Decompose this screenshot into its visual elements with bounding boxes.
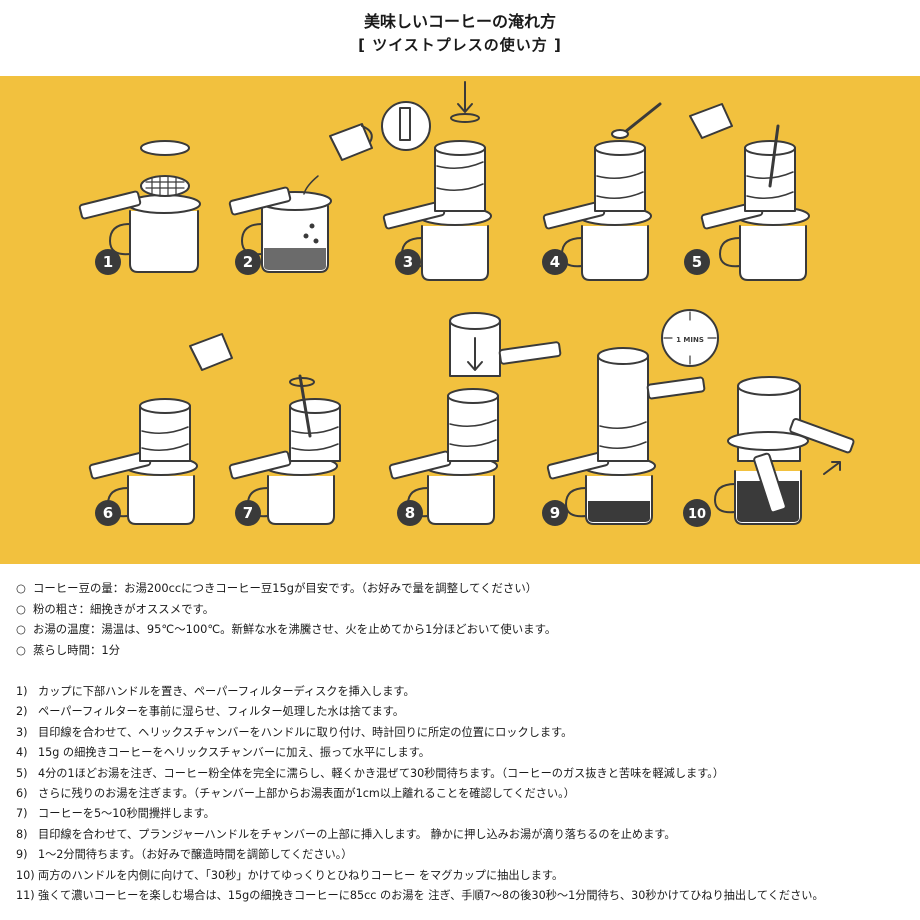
step-number: 9 <box>550 504 560 522</box>
step-number: 3 <box>403 253 413 271</box>
spec-item: ○ 粉の粗さ：細挽きがオススメです。 <box>16 599 556 620</box>
step-text: さらに残りのお湯を注ぎます。（チャンバー上部からお湯表面が1cm以上離れることを… <box>38 787 575 801</box>
step-7-illustration <box>228 374 341 525</box>
step-badge <box>683 499 711 527</box>
step-text: 15g の細挽きコーヒーをヘリックスチャンバーに加え、振って水平にします。 <box>38 746 430 760</box>
step-badge <box>95 500 121 526</box>
step-index: 10) <box>16 868 35 882</box>
step-item: 8) 目印線を合わせて、プランジャーハンドルをチャンバーの上部に挿入します。 静か… <box>16 825 824 845</box>
step-3-illustration <box>381 81 492 281</box>
step-text: 4分の1ほどお湯を注ぎ、コーヒー粉全体を完全に濡らし、軽くかき混ぜて30秒間待ち… <box>38 766 725 780</box>
step-index: 8) <box>16 827 28 841</box>
step-index: 2) <box>16 705 28 719</box>
brewing-specs: ○ コーヒー豆の量：お湯200ccにつきコーヒー豆15gが目安です。（お好みで量を… <box>16 578 556 660</box>
spec-text: 粉の粗さ：細挽きがオススメです。 <box>33 601 215 616</box>
step-9-illustration <box>546 309 719 525</box>
step-item: 2) ペーパーフィルターを事前に湿らせ、フィルター処理した水は捨てます。 <box>16 702 824 722</box>
step-number: 6 <box>103 504 113 522</box>
step-text: カップに下部ハンドルを置き、ペーパーフィルターディスクを挿入します。 <box>38 685 415 698</box>
step-index: 3) <box>16 725 28 739</box>
step-badge <box>235 249 261 275</box>
circle-bullet-icon: ○ <box>16 622 26 636</box>
step-text: ペーパーフィルターを事前に湿らせ、フィルター処理した水は捨てます。 <box>38 705 405 719</box>
step-index: 11) <box>16 889 35 903</box>
step-number: 10 <box>688 507 706 522</box>
step-text: 1〜2分間待ちます。（お好みで醸造時間を調節してください。） <box>38 848 353 862</box>
step-index: 9) <box>16 848 28 862</box>
illustration-canvas: 1 2 3 4 5 6 7 8 9 10 1 MINS <box>78 81 855 527</box>
step-number: 7 <box>243 504 253 522</box>
step-index: 6) <box>16 787 28 801</box>
step-1-illustration <box>78 140 201 273</box>
step-index: 5) <box>16 766 28 780</box>
timer-label: 1 MINS <box>676 336 704 344</box>
step-text: 強くて濃いコーヒーを楽しむ場合は、15gの細挽きコーヒーに85cc のお湯を 注… <box>38 889 824 903</box>
spec-item: ○ お湯の温度：湯温は、95℃〜100℃。新鮮な水を沸騰させ、火を止めてから1分ほ… <box>16 619 556 640</box>
step-number: 4 <box>550 253 560 271</box>
step-index: 4) <box>16 746 28 760</box>
step-item: 1) カップに下部ハンドルを置き、ペーパーフィルターディスクを挿入します。 <box>16 682 824 702</box>
step-badge <box>542 500 568 526</box>
spec-text: コーヒー豆の量：お湯200ccにつきコーヒー豆15gが目安です。（お好みで量を調… <box>33 581 538 595</box>
spec-item: ○ コーヒー豆の量：お湯200ccにつきコーヒー豆15gが目安です。（お好みで量を… <box>16 578 556 599</box>
circle-bullet-icon: ○ <box>16 601 26 616</box>
step-item: 3) 目印線を合わせて、ヘリックスチャンバーをハンドルに取り付け、時計回りに所定の… <box>16 723 824 743</box>
step-item: 10)両方のハンドルを内側に向けて、「30秒」かけてゆっくりとひねりコーヒー を… <box>16 866 824 886</box>
step-4-illustration <box>542 102 662 281</box>
step-text: 目印線を合わせて、ヘリックスチャンバーをハンドルに取り付け、時計回りに所定の位置… <box>38 725 573 739</box>
step-index: 7) <box>16 807 28 821</box>
spec-item: ○ 蒸らし時間：1分 <box>16 640 556 661</box>
step-badge <box>542 249 568 275</box>
step-number: 2 <box>243 253 253 271</box>
step-10-illustration <box>714 376 855 525</box>
step-item: 11)強くて濃いコーヒーを楽しむ場合は、15gの細挽きコーヒーに85cc のお湯… <box>16 886 824 906</box>
circle-bullet-icon: ○ <box>16 581 26 595</box>
step-8-illustration <box>388 312 562 525</box>
step-badges <box>95 249 711 527</box>
brewing-steps: 1) カップに下部ハンドルを置き、ペーパーフィルターディスクを挿入します。 2) ペ… <box>16 682 824 906</box>
step-number: 1 <box>103 253 113 271</box>
step-5-illustration <box>689 103 810 281</box>
step-badge <box>397 500 423 526</box>
instruction-illustration-panel: 1 2 3 4 5 6 7 8 9 10 1 MINS <box>0 76 920 564</box>
step-badge <box>684 249 710 275</box>
step-number: 5 <box>692 253 702 271</box>
circle-bullet-icon: ○ <box>16 642 26 657</box>
step-item: 6) さらに残りのお湯を注ぎます。（チャンバー上部からお湯表面が1cm以上離れるこ… <box>16 784 824 804</box>
step-text: 目印線を合わせて、プランジャーハンドルをチャンバーの上部に挿入します。 静かに押… <box>38 827 676 841</box>
step-item: 9) 1〜2分間待ちます。（お好みで醸造時間を調節してください。） <box>16 845 824 865</box>
spec-text: 蒸らし時間：1分 <box>33 642 120 657</box>
page-subtitle: [ ツイストプレスの使い方 ] <box>358 36 562 54</box>
step-6-illustration <box>88 333 233 525</box>
step-2-illustration <box>228 123 373 273</box>
step-text: コーヒーを5〜10秒間攪拌します。 <box>38 807 215 821</box>
step-item: 7) コーヒーを5〜10秒間攪拌します。 <box>16 804 824 824</box>
step-item: 5) 4分の1ほどお湯を注ぎ、コーヒー粉全体を完全に濡らし、軽くかき混ぜて30秒間… <box>16 764 824 784</box>
step-badge <box>395 249 421 275</box>
step-text: 両方のハンドルを内側に向けて、「30秒」かけてゆっくりとひねりコーヒー をマグカ… <box>38 868 564 882</box>
step-index: 1) <box>16 685 28 698</box>
step-badge <box>95 249 121 275</box>
step-number: 8 <box>405 504 415 522</box>
step-badge <box>235 500 261 526</box>
step-item: 4) 15g の細挽きコーヒーをヘリックスチャンバーに加え、振って水平にします。 <box>16 743 824 763</box>
page-title: 美味しいコーヒーの淹れ方 <box>363 12 556 31</box>
spec-text: お湯の温度：湯温は、95℃〜100℃。新鮮な水を沸騰させ、火を止めてから1分ほど… <box>33 622 557 636</box>
